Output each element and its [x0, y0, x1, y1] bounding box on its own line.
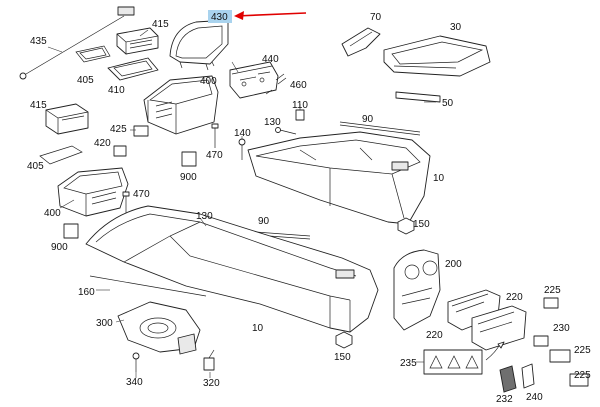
- callout-420: 420: [94, 138, 111, 149]
- callout-300: 300: [96, 318, 113, 329]
- callout-220: 220: [426, 330, 443, 341]
- callout-200: 200: [445, 259, 462, 270]
- callout-320: 320: [203, 378, 220, 389]
- callout-90: 90: [258, 216, 270, 227]
- part-440: [229, 61, 279, 99]
- callout-225: 225: [574, 345, 591, 356]
- part-235: [423, 349, 483, 375]
- callout-160: 160: [78, 287, 95, 298]
- leader-lines: [47, 29, 436, 378]
- callout-900: 900: [51, 242, 68, 253]
- callout-235: 235: [400, 358, 417, 369]
- callout-460: 460: [290, 80, 307, 91]
- callout-232: 232: [496, 394, 513, 405]
- part-220-lower: [471, 305, 527, 351]
- callout-150: 150: [334, 352, 351, 363]
- callout-225: 225: [544, 285, 561, 296]
- part-10-lower: [85, 205, 379, 333]
- part-150-upper: [397, 217, 415, 235]
- callout-470: 470: [133, 189, 150, 200]
- callout-70: 70: [370, 12, 382, 23]
- part-232: [499, 365, 517, 393]
- part-225-mid: [549, 349, 571, 363]
- part-470-upper: [211, 123, 219, 148]
- callout-435: 435: [30, 36, 47, 47]
- part-140: [238, 138, 246, 160]
- part-90-upper: [339, 121, 421, 136]
- callout-highlight-box: [208, 10, 232, 23]
- callout-400: 400: [200, 76, 217, 87]
- callout-240: 240: [526, 392, 543, 403]
- part-225-top: [543, 297, 559, 309]
- callout-900: 900: [180, 172, 197, 183]
- assembly-arrow: [485, 341, 505, 361]
- part-415-left: [45, 103, 89, 135]
- part-200: [393, 249, 441, 331]
- part-240: [521, 363, 535, 389]
- part-160: [89, 275, 207, 297]
- callout-225: 225: [574, 370, 591, 381]
- callout-220: 220: [506, 292, 523, 303]
- callout-430: 430: [211, 12, 228, 23]
- callout-130: 130: [196, 211, 213, 222]
- callout-415: 415: [30, 100, 47, 111]
- callout-405: 405: [27, 161, 44, 172]
- part-900-upper: [181, 151, 197, 167]
- part-425: [133, 125, 149, 137]
- part-400-lower: [57, 167, 129, 217]
- callout-230: 230: [553, 323, 570, 334]
- part-150-lower: [335, 331, 353, 349]
- part-410: [107, 57, 159, 81]
- callout-150: 150: [413, 219, 430, 230]
- part-900-lower: [63, 223, 79, 239]
- part-10-upper: [247, 131, 431, 225]
- part-430: [169, 19, 229, 71]
- part-405-lower: [39, 145, 83, 165]
- part-320: [203, 349, 215, 371]
- part-230: [533, 335, 549, 347]
- callout-90: 90: [362, 114, 374, 125]
- part-340: [132, 352, 140, 372]
- part-225-bottom: [569, 373, 589, 387]
- part-30: [383, 35, 491, 77]
- part-435: [19, 6, 135, 80]
- part-420: [113, 145, 127, 157]
- callout-30: 30: [450, 22, 462, 33]
- callout-400: 400: [44, 208, 61, 219]
- part-460: [265, 73, 287, 95]
- callout-340: 340: [126, 377, 143, 388]
- callout-labels: 70 30 415 435 440 405 410 400 460 110 50…: [27, 12, 591, 405]
- callout-405: 405: [77, 75, 94, 86]
- part-405-top: [75, 45, 111, 63]
- part-130-upper: [275, 127, 297, 135]
- callout-130: 130: [264, 117, 281, 128]
- part-415-top: [116, 27, 159, 55]
- part-110: [295, 109, 305, 121]
- callout-470: 470: [206, 150, 223, 161]
- callout-10: 10: [252, 323, 264, 334]
- callout-410: 410: [108, 85, 125, 96]
- callout-415: 415: [152, 19, 169, 30]
- part-400-top: [143, 75, 219, 135]
- highlighted-callout-430[interactable]: 430: [208, 10, 232, 23]
- callout-10: 10: [433, 173, 445, 184]
- callout-425: 425: [110, 124, 127, 135]
- pointer-arrow: [234, 11, 307, 20]
- callout-440: 440: [262, 54, 279, 65]
- part-50: [395, 91, 441, 103]
- callout-140: 140: [234, 128, 251, 139]
- callout-110: 110: [292, 100, 308, 111]
- part-70: [341, 27, 381, 57]
- part-300: [117, 301, 201, 355]
- callout-50: 50: [442, 98, 454, 109]
